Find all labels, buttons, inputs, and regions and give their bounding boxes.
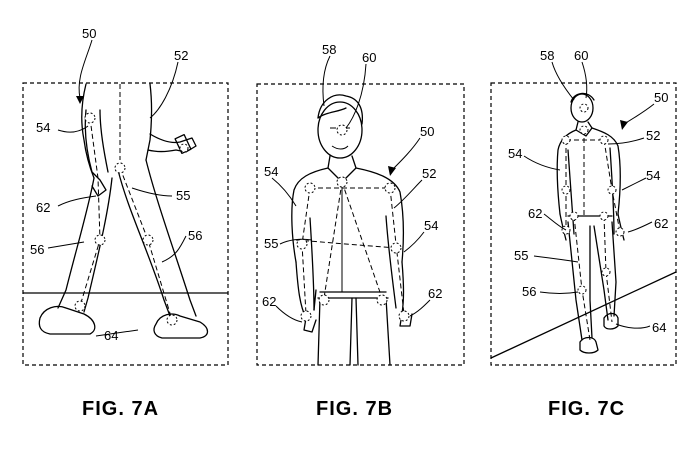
ref-54: 54 — [424, 218, 438, 233]
ref-54: 54 — [508, 146, 522, 161]
ref-58: 58 — [540, 48, 554, 63]
figure-caption: FIG. 7C — [548, 398, 625, 420]
figure-7a-shoe-back — [38, 305, 96, 335]
figure-caption: FIG. 7A — [82, 398, 159, 420]
figure-caption: FIG. 7B — [316, 398, 393, 420]
ref-54: 54 — [264, 164, 278, 179]
figure-7b: 58 60 50 54 52 55 54 62 62 FIG. 7B — [256, 42, 465, 420]
ref-52: 52 — [646, 128, 660, 143]
ref-62: 62 — [528, 206, 542, 221]
ref-64: 64 — [104, 328, 118, 343]
figure-7a-shoe-front — [153, 313, 209, 339]
ref-55: 55 — [514, 248, 528, 263]
figure-7a-frame — [22, 82, 229, 366]
ref-60: 60 — [574, 48, 588, 63]
figure-7c-person — [556, 92, 625, 354]
ref-55: 55 — [264, 236, 278, 251]
ref-64: 64 — [652, 320, 666, 335]
ref-62: 62 — [262, 294, 276, 309]
ref-52: 52 — [174, 48, 188, 63]
ref-54: 54 — [36, 120, 50, 135]
ref-56: 56 — [188, 228, 202, 243]
figure-7c-floor — [490, 271, 677, 359]
ref-56: 56 — [30, 242, 44, 257]
ref-52: 52 — [422, 166, 436, 181]
ref-62: 62 — [428, 286, 442, 301]
figure-7b-frame — [256, 83, 465, 366]
figure-7c-shoe-left — [579, 336, 599, 354]
figure-7b-head — [317, 101, 363, 159]
ref-60: 60 — [362, 50, 376, 65]
ref-50: 50 — [82, 26, 96, 41]
ref-62: 62 — [654, 216, 668, 231]
figure-7b-person — [291, 94, 413, 366]
figure-7a-person — [38, 83, 209, 339]
ref-50: 50 — [420, 124, 434, 139]
ref-58: 58 — [322, 42, 336, 57]
figure-7a: 50 52 54 62 55 56 56 64 FIG. 7A — [22, 26, 229, 420]
ref-62: 62 — [36, 200, 50, 215]
figure-7c: 58 60 50 52 54 54 62 62 55 56 64 FIG. 7C — [490, 48, 677, 420]
ref-56: 56 — [522, 284, 536, 299]
figure-7c-frame — [490, 82, 677, 366]
figure-7c-shoe-right — [603, 312, 619, 330]
phone-icon — [174, 133, 192, 155]
ref-55: 55 — [176, 188, 190, 203]
ref-54: 54 — [646, 168, 660, 183]
ref-50: 50 — [654, 90, 668, 105]
